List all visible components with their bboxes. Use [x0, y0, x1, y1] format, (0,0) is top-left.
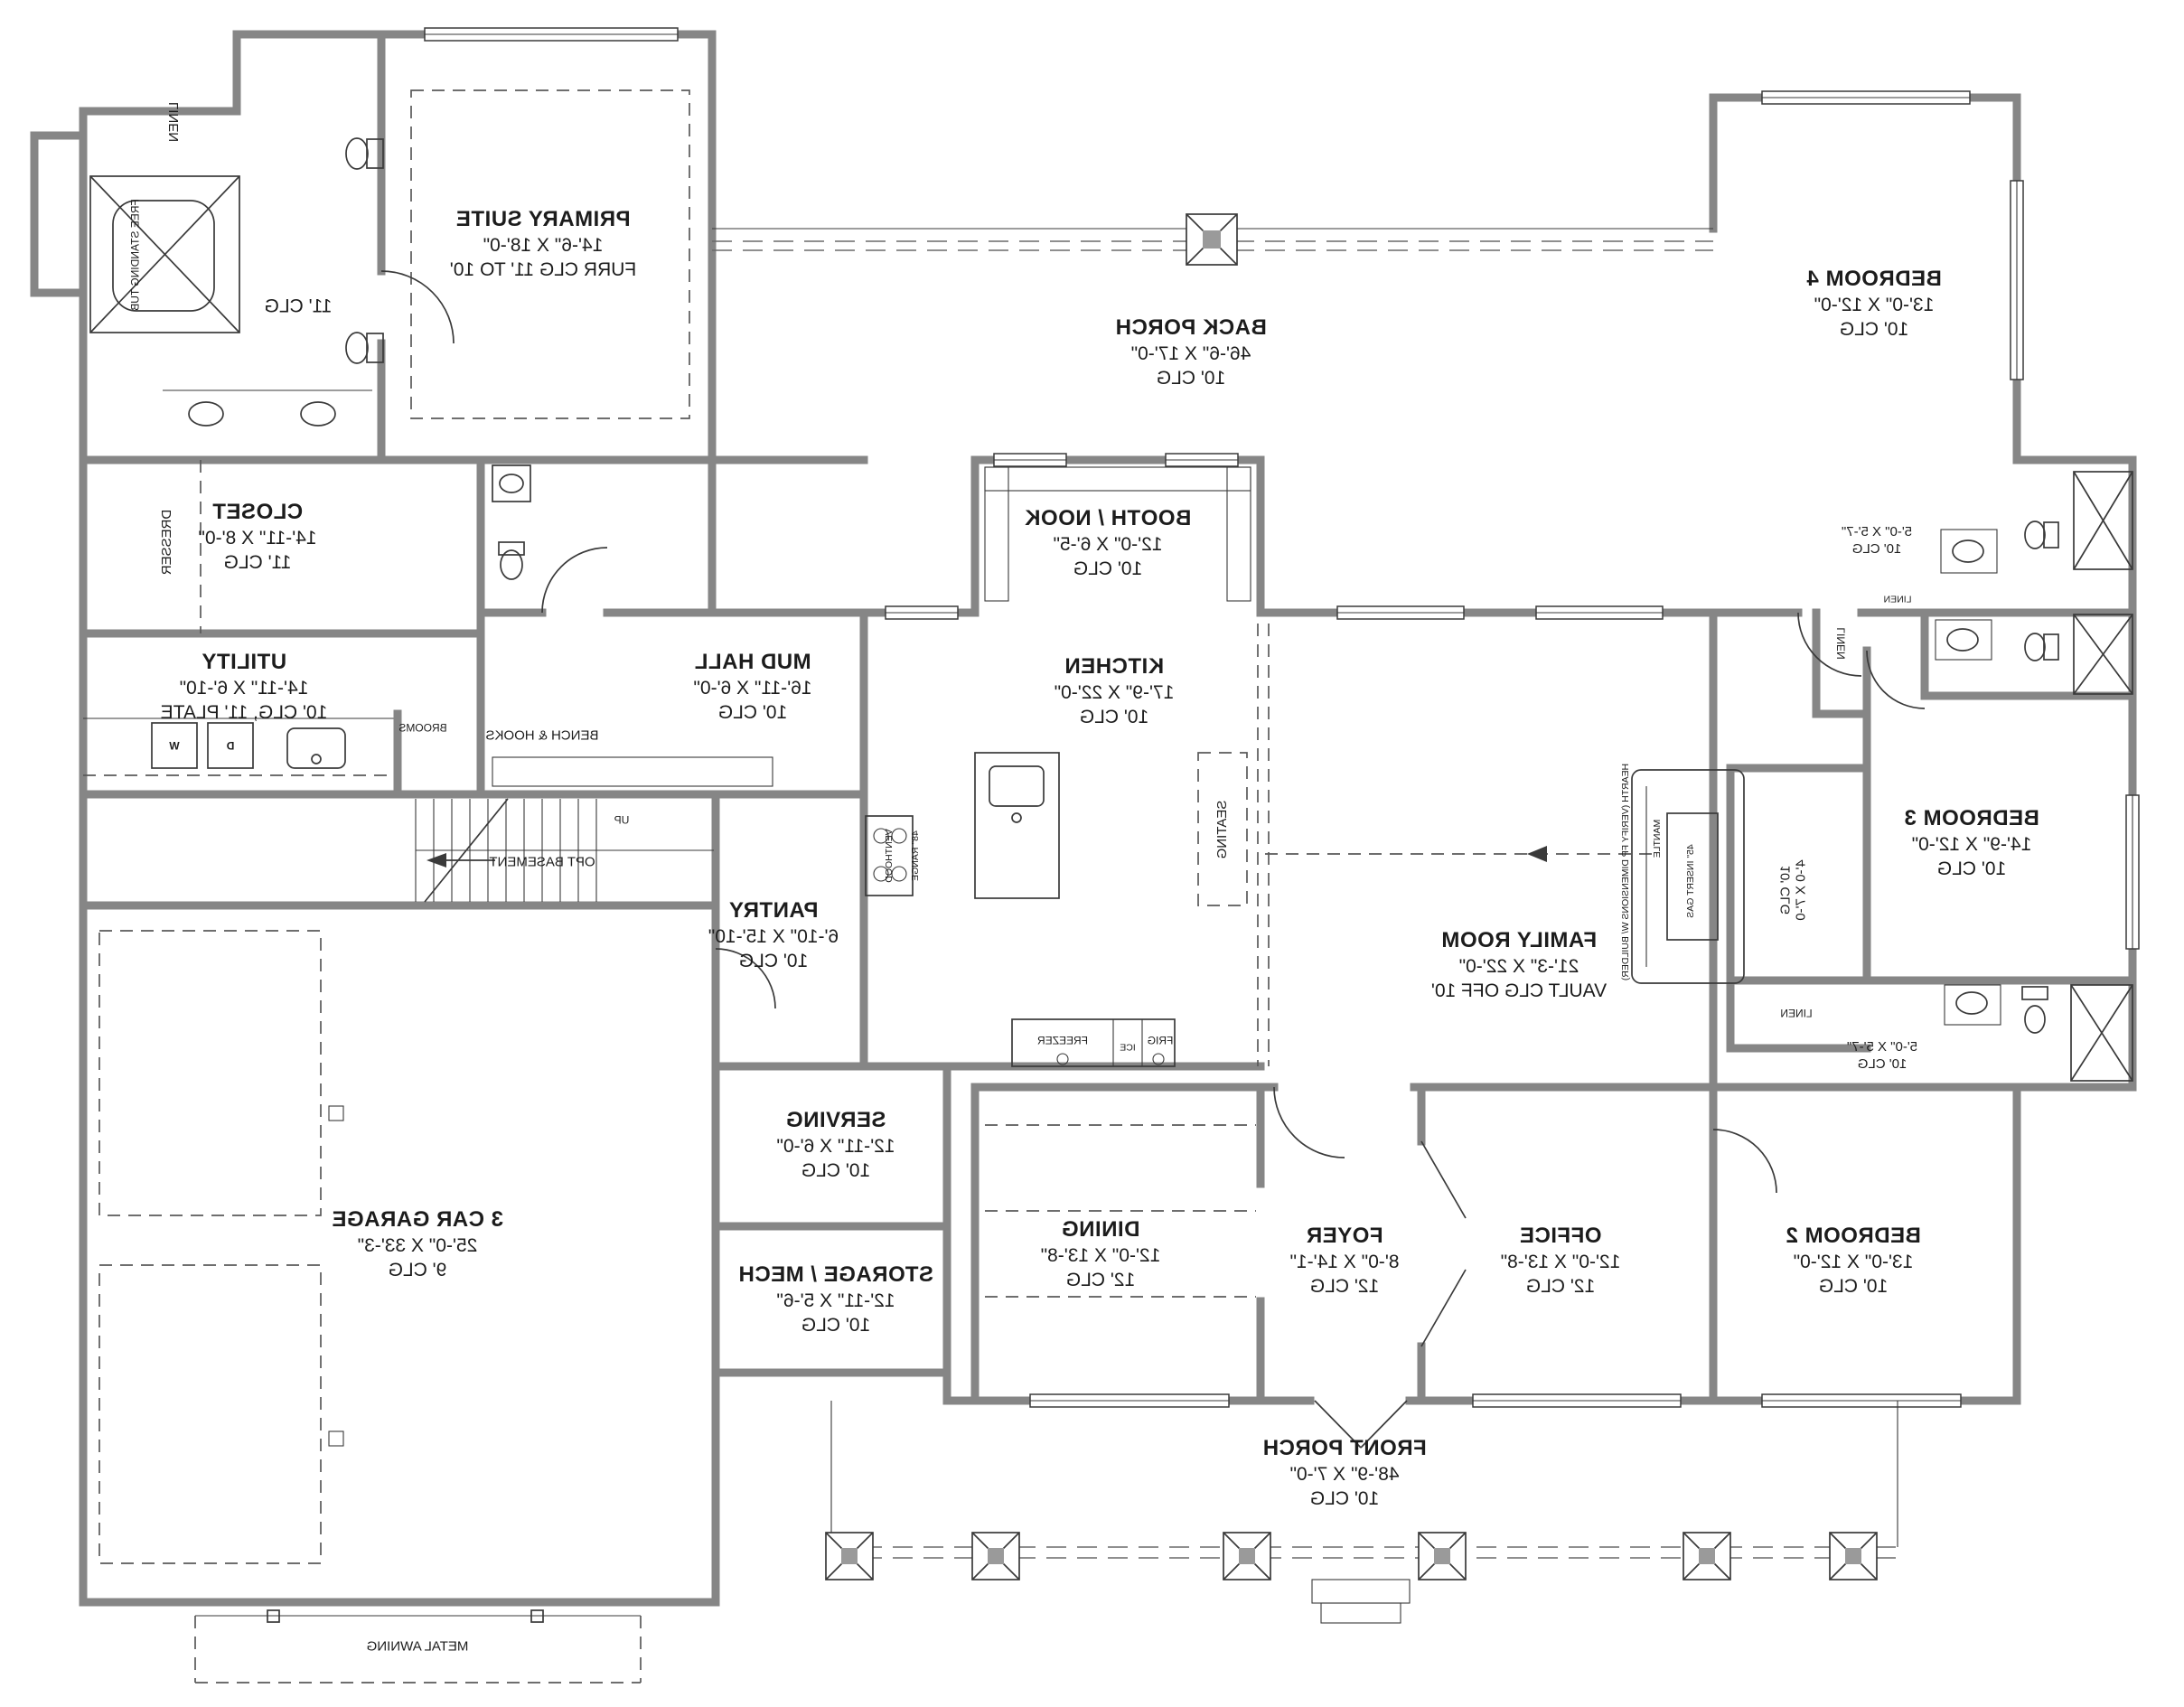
porch-columns [825, 1532, 1878, 1580]
label-linen-family: LINEN [1780, 1007, 1813, 1020]
label-dresser: DRESSER [158, 509, 174, 576]
label-insert-gas: 45" INSERT GAS [1685, 844, 1697, 918]
doors [380, 270, 1926, 1347]
bath4-fixtures [1940, 471, 2133, 574]
room-label-utility: UTILITY 14'-11" X 6'-10" 10' CLG, 11' PL… [160, 649, 328, 723]
label-primary-bath-clg: 11' CLG [264, 295, 333, 317]
dashed-details [98, 89, 1256, 1564]
toilet [345, 137, 384, 170]
room-label-back-porch: BACK PORCH 46'-6" X 17'-0" 10' CLG [1115, 314, 1267, 389]
label-bath4-dims: 5'-0" X 5'-7" 10' CLG [1841, 523, 1913, 557]
fridge-freezer-cabinet [1011, 1018, 1176, 1067]
kitchen-family-dash-line [1257, 624, 1654, 1066]
label-brooms: BROOMS [398, 721, 447, 735]
room-label-family-room: FAMILY ROOM 21'-3" X 22'-0" VAULT CLG OF… [1430, 927, 1608, 1001]
label-opt-basement: OPT BASEMENT [489, 854, 595, 870]
bath3-fixtures [1935, 614, 2133, 695]
room-label-kitchen: KITCHEN 17'-9" X 22'-0" 10' CLG [1054, 653, 1175, 727]
kitchen-island [974, 752, 1060, 899]
label-washer: W [169, 739, 180, 753]
range [865, 815, 914, 896]
label-linen-primary: LINEN [165, 101, 182, 143]
label-seating: SEATING [1214, 800, 1230, 859]
room-label-storage-mech: STORAGE / MECH 12'-11" X 5'-6" 10' CLG [738, 1261, 933, 1336]
room-label-primary-suite: PRIMARY SUITE 14'-6" X 18'-0" FURR CLG 1… [449, 206, 637, 280]
booth-benches [984, 466, 1251, 602]
porch-column [1186, 213, 1238, 266]
label-venthood: VENTHOOD [884, 829, 895, 883]
toilet [345, 332, 384, 364]
primary-bath-fixtures [89, 137, 531, 580]
room-label-dining: DINING 12'-0" X 13'-8" 12' CLG [1040, 1216, 1161, 1290]
room-label-front-porch: FRONT PORCH 48'-9" X 7'-0" 10' CLG [1262, 1435, 1427, 1509]
label-up: UP [614, 813, 630, 827]
label-ice: ICE [1120, 1042, 1136, 1054]
label-bench-hooks: BENCH & HOOKS [485, 727, 599, 744]
seating-bar [1197, 752, 1248, 906]
label-freezer: FREEZER [1036, 1034, 1089, 1047]
interior-walls [79, 30, 2137, 1405]
label-closet3-dims: 10' CLG 4'-0 X 7'-0 [1777, 859, 1809, 921]
room-label-pantry: PANTRY 6'-10" X 15'-10" 10' CLG [708, 897, 839, 971]
room-label-foyer: FOYER 8'-0" X 14'-1" 12' CLG [1289, 1223, 1400, 1297]
label-bath23-dims: 5'-0" X 5'-7" 10' CLG [1846, 1038, 1918, 1072]
bath23-fixtures [1944, 984, 2133, 1082]
metal-awning [194, 1609, 642, 1684]
back-porch-edge [712, 213, 1713, 266]
room-label-closet: CLOSET 14'-11" X 8'-0" 11' CLG [198, 499, 317, 573]
room-label-booth-nook: BOOTH / NOOK 12'-0" X 6'-5" 10' CLG [1024, 505, 1192, 579]
fireplace [1631, 769, 1745, 984]
room-label-garage: 3 CAR GARAGE 25'-0" X 33'-3" 9' CLG [331, 1206, 504, 1280]
label-dryer: D [226, 739, 235, 753]
stairs [415, 798, 714, 903]
label-range: 48" RANGE [910, 830, 922, 881]
label-linen-bath4: LINEN [1883, 594, 1912, 605]
mud-bath-fixtures [492, 464, 531, 580]
label-hearth-note: HEARTH (VERIFY FP DIMENSIONS W/ BUILDER) [1620, 763, 1632, 981]
label-free-standing-tub: FREE STANDING TUB [128, 199, 142, 311]
mud-bench [492, 756, 773, 787]
utility-fixtures [83, 460, 402, 799]
room-label-bedroom4: BEDROOM 4 13'-0" X 12'-0" 10' CLG [1806, 266, 1942, 340]
front-porch [825, 1400, 1898, 1624]
label-metal-awning: METAL AWNING [366, 1638, 469, 1655]
windows [424, 27, 2140, 1408]
label-linen-right-wing: LINEN [1834, 627, 1848, 660]
room-label-bedroom2: BEDROOM 2 13'-0" X 12'-0" 10' CLG [1786, 1223, 1921, 1297]
room-label-mud-hall: MUD HALL 16'-11" X 6'-0" 10' CLG [693, 649, 812, 723]
room-label-bedroom3: BEDROOM 3 14'-9" X 12'-0" 10' CLG [1904, 805, 2039, 879]
room-label-office: OFFICE 12'-0" X 13'-8" 12' CLG [1500, 1223, 1621, 1297]
label-mantle: MANTLE [1652, 819, 1664, 858]
label-frig: FRIG [1147, 1034, 1174, 1047]
room-label-serving: SERVING 12'-11" X 6'-0" 10' CLG [776, 1107, 895, 1181]
